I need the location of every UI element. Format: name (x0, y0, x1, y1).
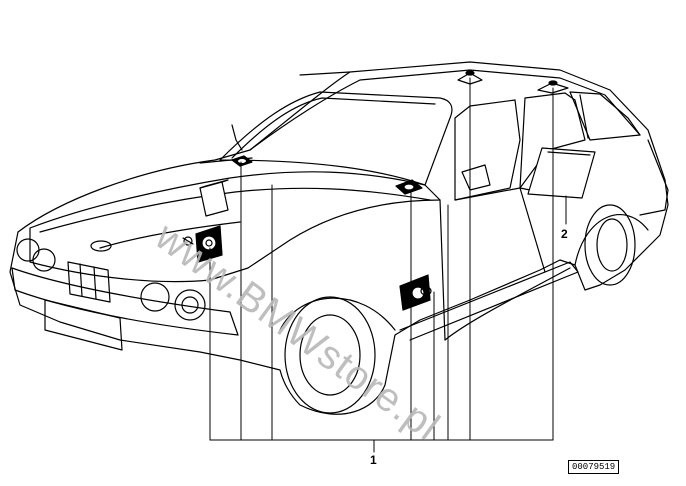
hood-logo (90, 240, 112, 252)
front-wheel (284, 296, 376, 414)
hood (29, 171, 441, 283)
diagram-id-label: 00079519 (568, 460, 620, 474)
rear-window-part (527, 147, 596, 199)
callout-label-2: 2 (561, 227, 568, 241)
kidney-grille (67, 261, 111, 303)
headlight-left-1 (16, 238, 40, 262)
windshield (219, 91, 453, 186)
callout-label-1: 1 (370, 453, 377, 467)
headlight-right-1 (140, 282, 170, 312)
callout-1-leaders (209, 77, 554, 453)
rear-wheel (584, 204, 636, 286)
door-mirror (461, 164, 491, 191)
sensor-plug (183, 236, 193, 246)
car-body-outline (9, 61, 669, 415)
rear-side-window (519, 92, 586, 191)
front-side-window (454, 99, 521, 201)
